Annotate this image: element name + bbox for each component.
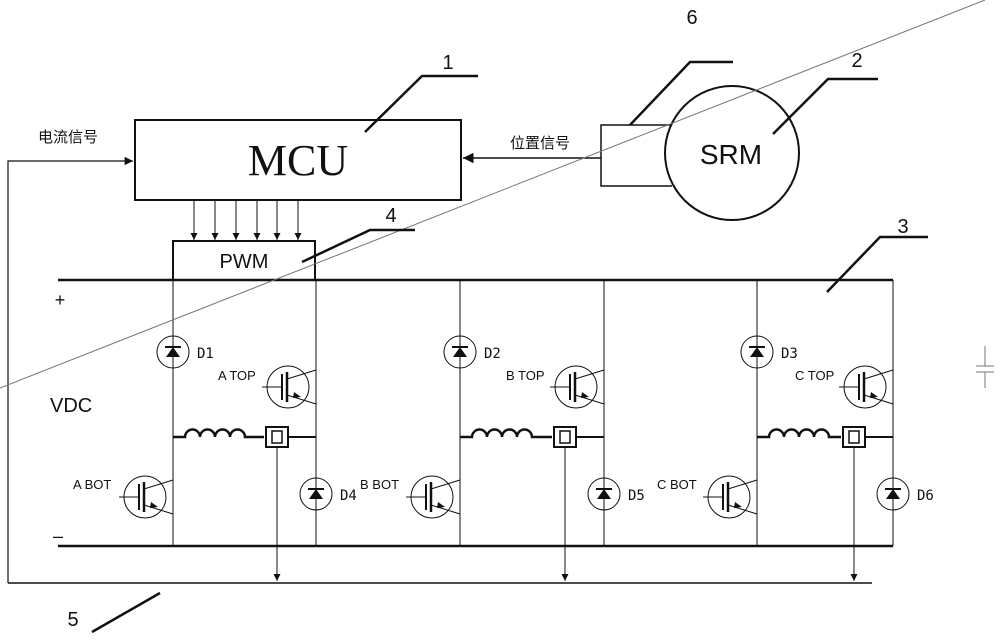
diode-triangle-icon	[750, 347, 764, 357]
position-signal-label: 位置信号	[510, 135, 570, 152]
igbt-transistor: B TOP	[506, 365, 605, 409]
emitter-arrow-icon	[581, 392, 589, 398]
pwm-block: PWM	[172, 240, 316, 281]
diode-triangle-icon	[166, 347, 180, 357]
capacitor-symbol	[0, 0, 994, 389]
igbt-transistor: A TOP	[218, 365, 317, 409]
callout-2: 2	[772, 50, 878, 135]
current-sensor	[265, 426, 289, 448]
emitter-arrow-icon	[150, 502, 158, 508]
diode-label: D6	[917, 488, 934, 504]
emitter-arrow-icon	[870, 392, 878, 398]
pwm-label: PWM	[220, 251, 269, 273]
svg-text:1: 1	[442, 52, 453, 74]
diode-triangle-icon	[597, 489, 611, 499]
igbt-label: A BOT	[73, 477, 111, 492]
diode-triangle-icon	[886, 489, 900, 499]
diode: D5	[587, 477, 645, 511]
callout-6: 6	[629, 7, 733, 126]
diode-triangle-icon	[309, 489, 323, 499]
diode-triangle-icon	[453, 347, 467, 357]
igbt-label: C BOT	[657, 477, 697, 492]
current-sensor-core	[271, 430, 283, 444]
mcu-to-pwm-signals	[190, 200, 302, 240]
current-signal-label: 电流信号	[38, 129, 98, 146]
igbt-transistor: A BOT	[73, 475, 174, 519]
callout-3: 3	[826, 216, 928, 293]
svg-text:2: 2	[851, 50, 862, 72]
igbt-label: C TOP	[795, 368, 834, 383]
diode: D2	[443, 335, 501, 369]
svg-text:3: 3	[897, 216, 908, 238]
current-sensor-core	[848, 430, 860, 444]
phase-winding-inductor	[173, 428, 264, 439]
mcu-block: MCU	[134, 119, 462, 201]
diode: D3	[740, 335, 798, 369]
current-sensor	[842, 426, 866, 448]
igbt-transistor: C TOP	[795, 365, 894, 409]
position-sensor	[600, 124, 672, 187]
emitter-arrow-icon	[437, 502, 445, 508]
igbt-transistor: B BOT	[360, 475, 461, 519]
svg-text:4: 4	[385, 205, 396, 227]
igbt-label: B BOT	[360, 477, 399, 492]
current-sensor	[553, 426, 577, 448]
diode: D6	[876, 477, 934, 511]
srm-motor: SRM	[600, 85, 800, 221]
diode: D4	[299, 477, 357, 511]
plus-label: +	[55, 290, 66, 310]
diode-label: D1	[197, 346, 214, 362]
emitter-arrow-icon	[293, 392, 301, 398]
svg-text:5: 5	[67, 609, 78, 631]
diode-label: D3	[781, 346, 798, 362]
diode-label: D2	[484, 346, 501, 362]
igbt-label: A TOP	[218, 368, 256, 383]
current-sensor-core	[559, 430, 571, 444]
current-feedback-line	[7, 156, 133, 583]
igbt-label: B TOP	[506, 368, 545, 383]
diode: D1	[156, 335, 214, 369]
callout-1: 1	[364, 52, 478, 133]
emitter-arrow-icon	[734, 502, 742, 508]
vdc-label: VDC	[50, 395, 92, 417]
minus-label: –	[53, 526, 63, 546]
svg-text:6: 6	[686, 7, 697, 29]
phase-winding-inductor	[460, 428, 552, 439]
diode-label: D5	[628, 488, 645, 504]
callout-5: 5	[67, 591, 161, 634]
diode-label: D4	[340, 488, 357, 504]
phase-winding-inductor	[757, 428, 841, 439]
igbt-transistor: C BOT	[657, 475, 758, 519]
mcu-label: MCU	[248, 136, 348, 185]
callout-4: 4	[301, 205, 415, 264]
srm-label: SRM	[700, 139, 762, 170]
